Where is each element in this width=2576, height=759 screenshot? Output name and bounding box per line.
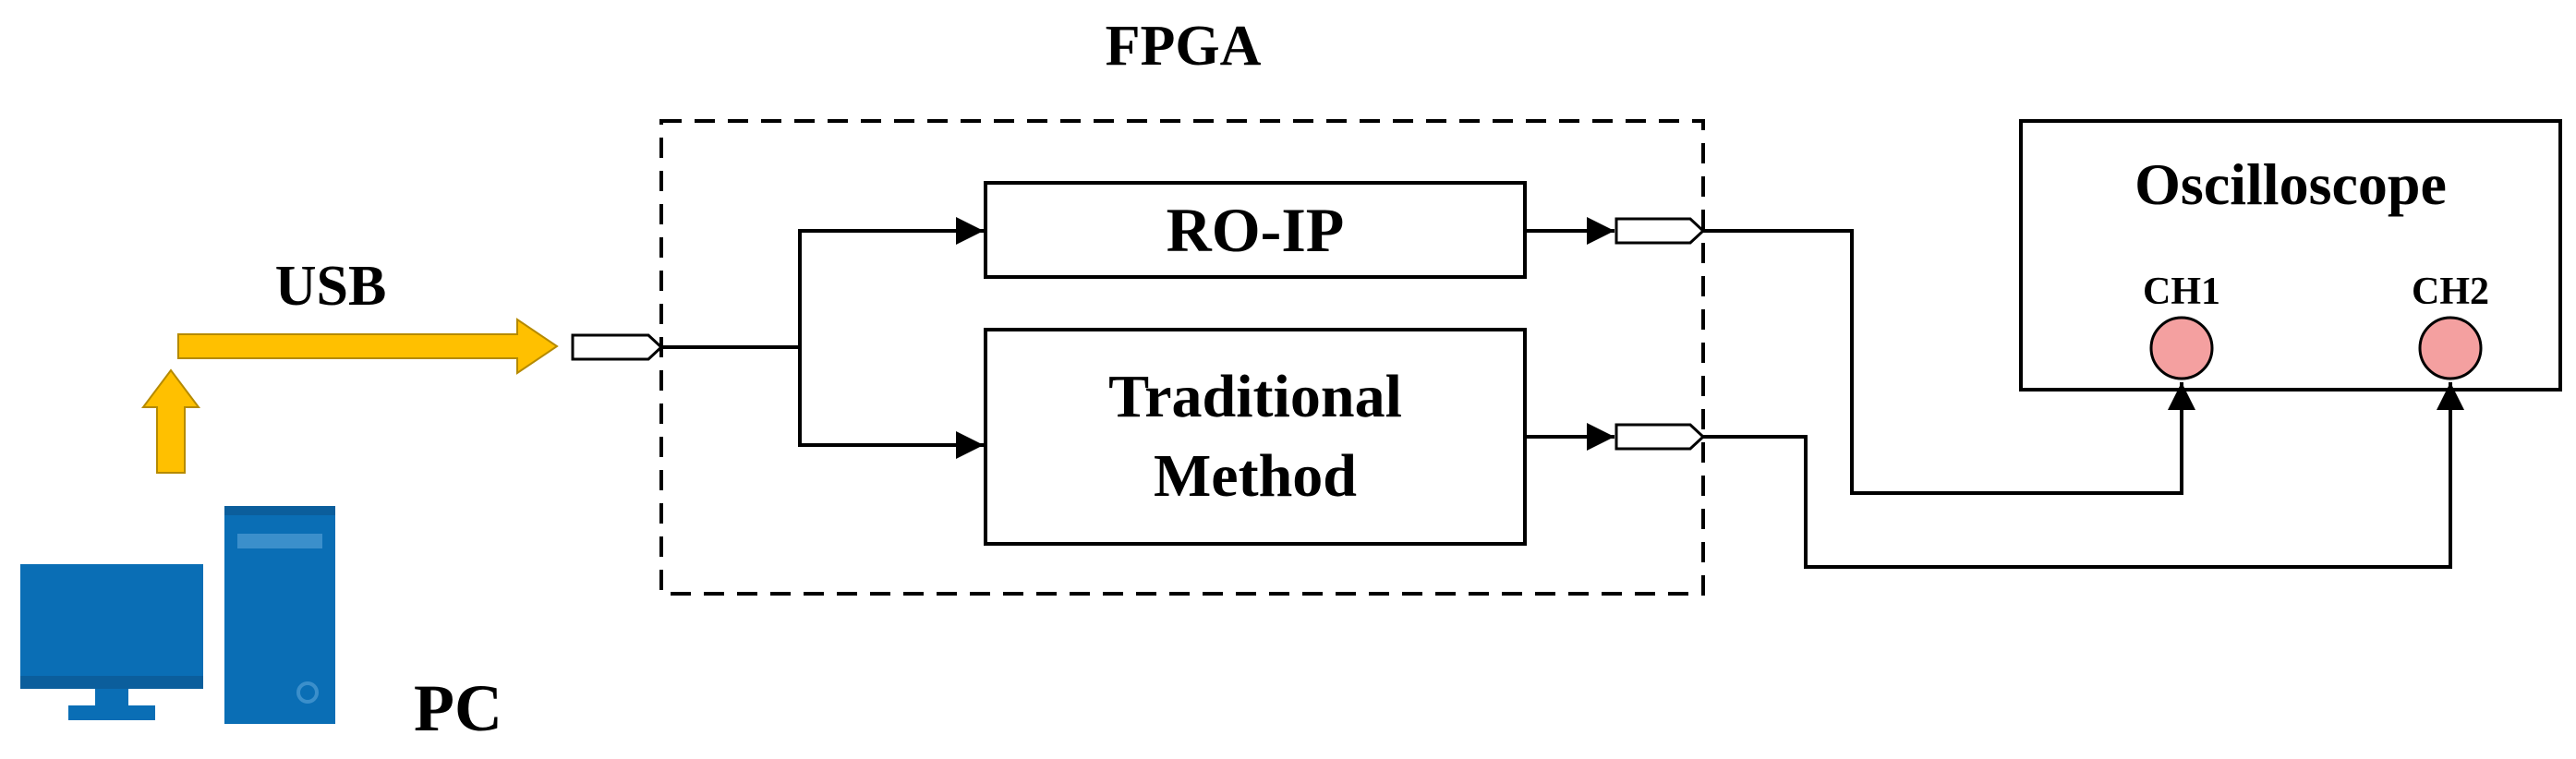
desktop-computer-icon <box>20 506 335 724</box>
usb-label: USB <box>274 255 387 318</box>
oscilloscope-label: Oscilloscope <box>2135 151 2447 217</box>
fpga-label: FPGA <box>1105 15 1262 78</box>
pc-label: PC <box>414 671 502 745</box>
fpga-boundary <box>659 119 1705 596</box>
usb-arrow-vertical <box>141 368 200 474</box>
traditional-method-block <box>984 328 1527 546</box>
traditional-method-label: Traditional Method <box>1108 357 1402 516</box>
usb-arrow-horizontal <box>177 318 559 375</box>
ro-ip-label: RO-IP <box>1166 195 1345 265</box>
ro-ip-output-port <box>1615 217 1706 245</box>
traditional-output-port <box>1615 423 1706 451</box>
ch1-label: CH1 <box>2143 271 2220 313</box>
ch2-label: CH2 <box>2412 271 2489 313</box>
ch2-probe <box>2418 316 2483 380</box>
ch1-probe <box>2149 316 2214 380</box>
traditional-line2: Method <box>1154 442 1357 510</box>
fpga-input-port <box>571 333 664 361</box>
ch1-signal-wire <box>1703 229 2195 495</box>
traditional-line1: Traditional <box>1108 363 1402 430</box>
ch2-signal-wire <box>1703 382 2464 569</box>
